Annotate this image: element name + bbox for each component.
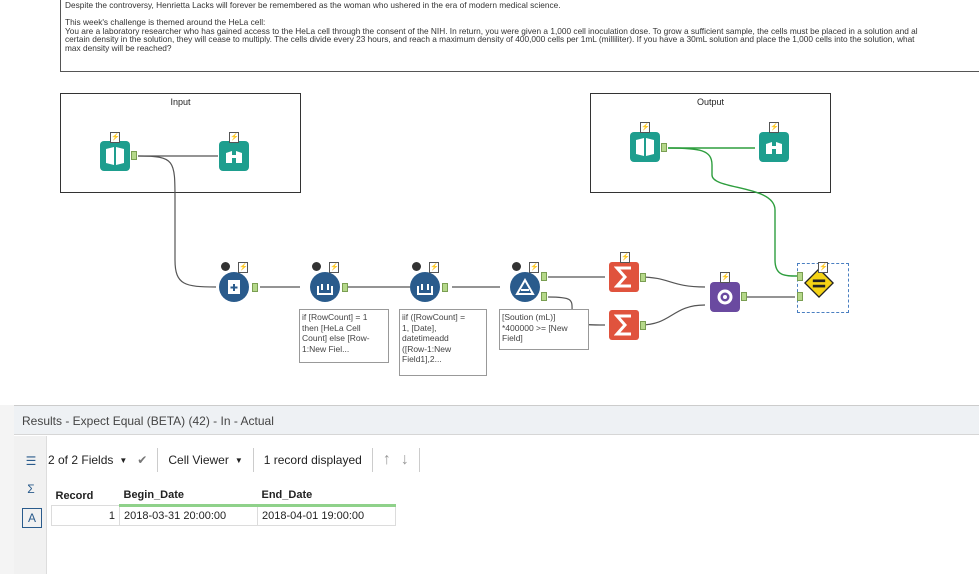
column-header-record[interactable]: Record [51, 486, 120, 506]
output-container-title: Output [696, 97, 725, 107]
input-data-tool-2[interactable] [630, 132, 660, 162]
column-header-begin-date[interactable]: Begin_Date [119, 486, 258, 507]
true-anchor[interactable] [541, 272, 547, 281]
bolt-icon: ⚡ [769, 122, 779, 133]
bolt-icon: ⚡ [529, 262, 539, 273]
browse-tool[interactable] [219, 141, 249, 171]
arrow-up-icon[interactable]: ↑ [382, 451, 391, 468]
record-id-tool[interactable] [219, 272, 249, 302]
formula-annotation-1: if [RowCount] = 1 then [HeLa Cell Count]… [299, 309, 389, 363]
filter-annotation: [Soution (mL)] *400000 >= [New Field] [499, 309, 589, 350]
append-fields-icon [717, 289, 733, 305]
false-anchor[interactable] [541, 292, 547, 301]
output-anchor[interactable] [131, 151, 137, 160]
gear-icon [512, 262, 521, 271]
multi-row-formula-icon [417, 284, 433, 295]
column-header-end-date[interactable]: End_Date [257, 486, 396, 507]
arrow-down-icon[interactable]: ↓ [400, 451, 409, 468]
table-view-icon[interactable]: ☰ [25, 454, 37, 468]
bolt-icon: ⚡ [720, 272, 730, 283]
cell-record[interactable]: 1 [51, 505, 120, 526]
comment-box[interactable]: Despite the controversy, Henrietta Lacks… [60, 0, 979, 72]
bolt-icon: ⚡ [640, 122, 650, 133]
multi-row-formula-tool-1[interactable] [310, 272, 340, 302]
output-anchor[interactable] [661, 143, 667, 152]
browse-icon [226, 151, 242, 163]
gear-icon [221, 262, 230, 271]
expect-equal-tool[interactable] [804, 267, 834, 299]
output-anchor[interactable] [640, 273, 646, 282]
cell-begin-date[interactable]: 2018-03-31 20:00:00 [119, 505, 258, 526]
connection-lines [137, 147, 798, 326]
results-sidebar: ☰ Σ A [14, 436, 47, 574]
results-table: Record Begin_Date End_Date 1 2018-03-31 … [51, 486, 396, 526]
record-id-icon [228, 280, 240, 294]
bolt-icon: ⚡ [110, 132, 120, 143]
input-data-icon [636, 138, 654, 156]
results-toolbar: 2 of 2 Fields ▼ ✔ Cell Viewer ▼ 1 record… [48, 443, 430, 477]
actual-anchor[interactable] [797, 292, 803, 301]
gear-icon [412, 262, 421, 271]
comment-line-1: Despite the controversy, Henrietta Lacks… [65, 0, 561, 10]
input-container-title: Input [170, 97, 191, 107]
fields-dropdown[interactable]: 2 of 2 Fields [48, 453, 114, 467]
summarize-icon [614, 266, 631, 288]
output-anchor[interactable] [741, 292, 747, 301]
output-anchor[interactable] [640, 321, 646, 330]
comment-line-4: certain density in the solution, they wi… [65, 34, 915, 45]
summarize-tool-2[interactable] [609, 310, 639, 340]
bolt-icon: ⚡ [229, 132, 239, 143]
chevron-down-icon[interactable]: ▼ [234, 455, 243, 465]
bolt-icon: ⚡ [620, 252, 630, 263]
table-row[interactable]: 1 2018-03-31 20:00:00 2018-04-01 19:00:0… [51, 505, 396, 526]
multi-row-formula-tool-2[interactable] [410, 272, 440, 302]
comment-line-3: You are a laboratory researcher who has … [65, 25, 918, 36]
browse-tool-2[interactable] [759, 132, 789, 162]
expect-equal-icon [804, 267, 834, 299]
summarize-tool-1[interactable] [609, 262, 639, 292]
workflow-canvas[interactable]: Despite the controversy, Henrietta Lacks… [0, 0, 979, 405]
gear-icon [312, 262, 321, 271]
comment-line-2: This week's challenge is themed around t… [65, 16, 266, 27]
multi-row-formula-icon [317, 284, 333, 295]
checkmark-icon[interactable]: ✔ [137, 453, 148, 467]
output-anchor[interactable] [252, 283, 258, 292]
cell-end-date[interactable]: 2018-04-01 19:00:00 [257, 505, 396, 526]
formula-annotation-2: iif ([RowCount] = 1, [Date], datetimeadd… [399, 309, 487, 376]
record-count: 1 record displayed [263, 453, 362, 467]
browse-icon [766, 142, 782, 154]
bolt-icon: ⚡ [238, 262, 248, 273]
results-panel[interactable]: Results - Expect Equal (BETA) (42) - In … [14, 405, 979, 574]
comment-line-5: max density will be reached? [65, 43, 172, 54]
bolt-icon: ⚡ [329, 262, 339, 273]
filter-icon [515, 278, 535, 295]
metadata-icon[interactable]: Σ [27, 482, 35, 496]
output-anchor[interactable] [342, 283, 348, 292]
output-anchor[interactable] [442, 283, 448, 292]
summarize-icon [614, 314, 631, 336]
chevron-down-icon[interactable]: ▼ [119, 455, 128, 465]
append-fields-tool[interactable] [710, 282, 740, 312]
input-data-tool[interactable] [100, 141, 130, 171]
messages-icon[interactable]: A [22, 508, 42, 528]
expected-anchor[interactable] [797, 272, 803, 281]
results-header: Results - Expect Equal (BETA) (42) - In … [14, 405, 979, 435]
bolt-icon: ⚡ [818, 262, 828, 273]
input-data-icon [106, 147, 124, 165]
cell-viewer-dropdown[interactable]: Cell Viewer [168, 453, 229, 467]
filter-tool[interactable] [510, 272, 540, 302]
bolt-icon: ⚡ [429, 262, 439, 273]
